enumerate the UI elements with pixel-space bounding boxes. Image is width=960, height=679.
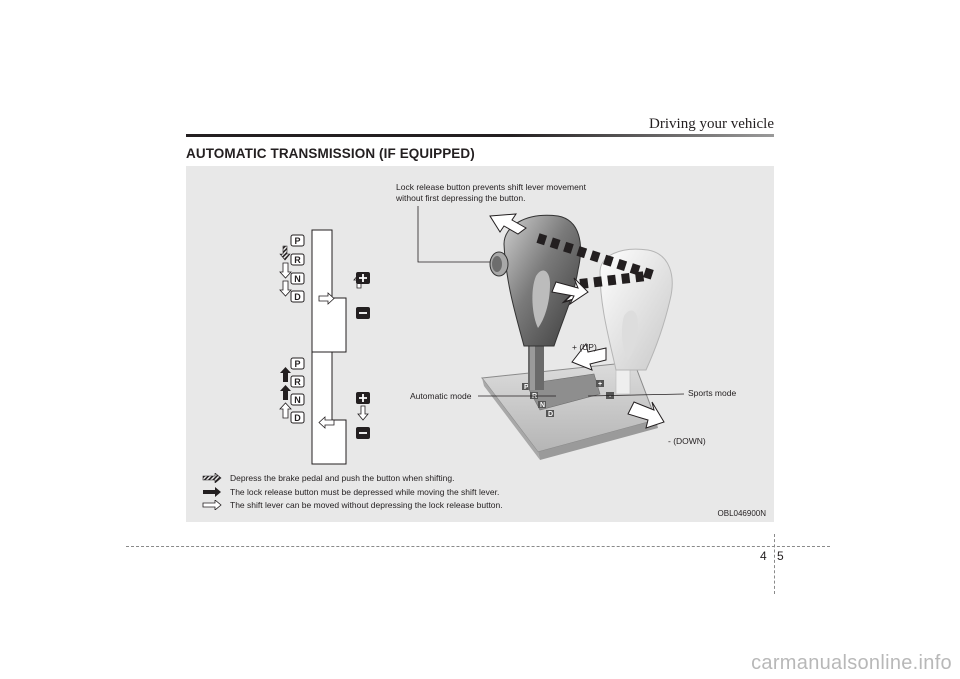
legend-row-outline: The shift lever can be moved without dep… <box>202 499 503 511</box>
svg-text:R: R <box>294 377 301 387</box>
legend-row-hatched: Depress the brake pedal and push the but… <box>202 472 454 484</box>
svg-text:D: D <box>294 413 301 423</box>
callout-lock-release-line1: Lock release button prevents shift lever… <box>396 182 586 192</box>
shift-illustration: P R N D P R N <box>279 206 685 465</box>
svg-text:D: D <box>548 411 553 418</box>
lower-gate-diagram <box>279 351 370 465</box>
svg-text:D: D <box>294 292 301 302</box>
lower-gate-letters: P R N D <box>290 357 305 424</box>
watermark: carmanualsonline.info <box>751 652 952 674</box>
svg-text:R: R <box>294 255 301 265</box>
legend-row-solid: The lock release button must be depresse… <box>202 486 499 498</box>
page-title: AUTOMATIC TRANSMISSION (IF EQUIPPED) <box>186 146 475 161</box>
figure-panel: P R N D P R N <box>186 166 774 522</box>
sports-lever <box>599 248 673 395</box>
callout-automatic-mode: Automatic mode <box>410 391 472 401</box>
solid-arrow-icon <box>203 487 221 497</box>
upper-gate-letters: P R N D <box>290 234 305 303</box>
footer-rule <box>126 546 830 547</box>
figure-code: OBL046900N <box>717 509 766 518</box>
svg-text:P: P <box>294 236 300 246</box>
shifter-base: P R N D + - <box>481 361 658 460</box>
svg-text:N: N <box>294 395 301 405</box>
hatched-arrow-icon <box>202 473 222 483</box>
svg-text:N: N <box>294 274 301 284</box>
svg-text:P: P <box>524 384 529 391</box>
section-header: Driving your vehicle <box>649 116 774 132</box>
callout-up: + (UP) <box>572 342 597 352</box>
svg-text:R: R <box>532 393 537 400</box>
callout-down: - (DOWN) <box>668 436 706 446</box>
header-rule <box>186 134 774 137</box>
footer-vertical-rule <box>774 534 775 594</box>
outline-arrow-icon <box>202 500 222 510</box>
page-chapter-number: 4 <box>760 549 767 563</box>
svg-text:P: P <box>294 359 300 369</box>
page-number: 5 <box>777 549 784 563</box>
legend-text-solid: The lock release button must be depresse… <box>230 487 500 497</box>
svg-text:-: - <box>609 393 612 400</box>
svg-text:+: + <box>598 381 602 388</box>
movement-dashes <box>536 233 658 289</box>
callout-sports-mode: Sports mode <box>688 388 737 398</box>
automatic-lever <box>489 214 581 390</box>
legend-text-outline: The shift lever can be moved without dep… <box>230 500 503 510</box>
legend-text-hatched: Depress the brake pedal and push the but… <box>230 473 455 483</box>
svg-text:N: N <box>540 402 545 409</box>
callout-lock-release-line2: without first depressing the button. <box>396 193 526 203</box>
upper-gate-diagram <box>279 229 370 353</box>
